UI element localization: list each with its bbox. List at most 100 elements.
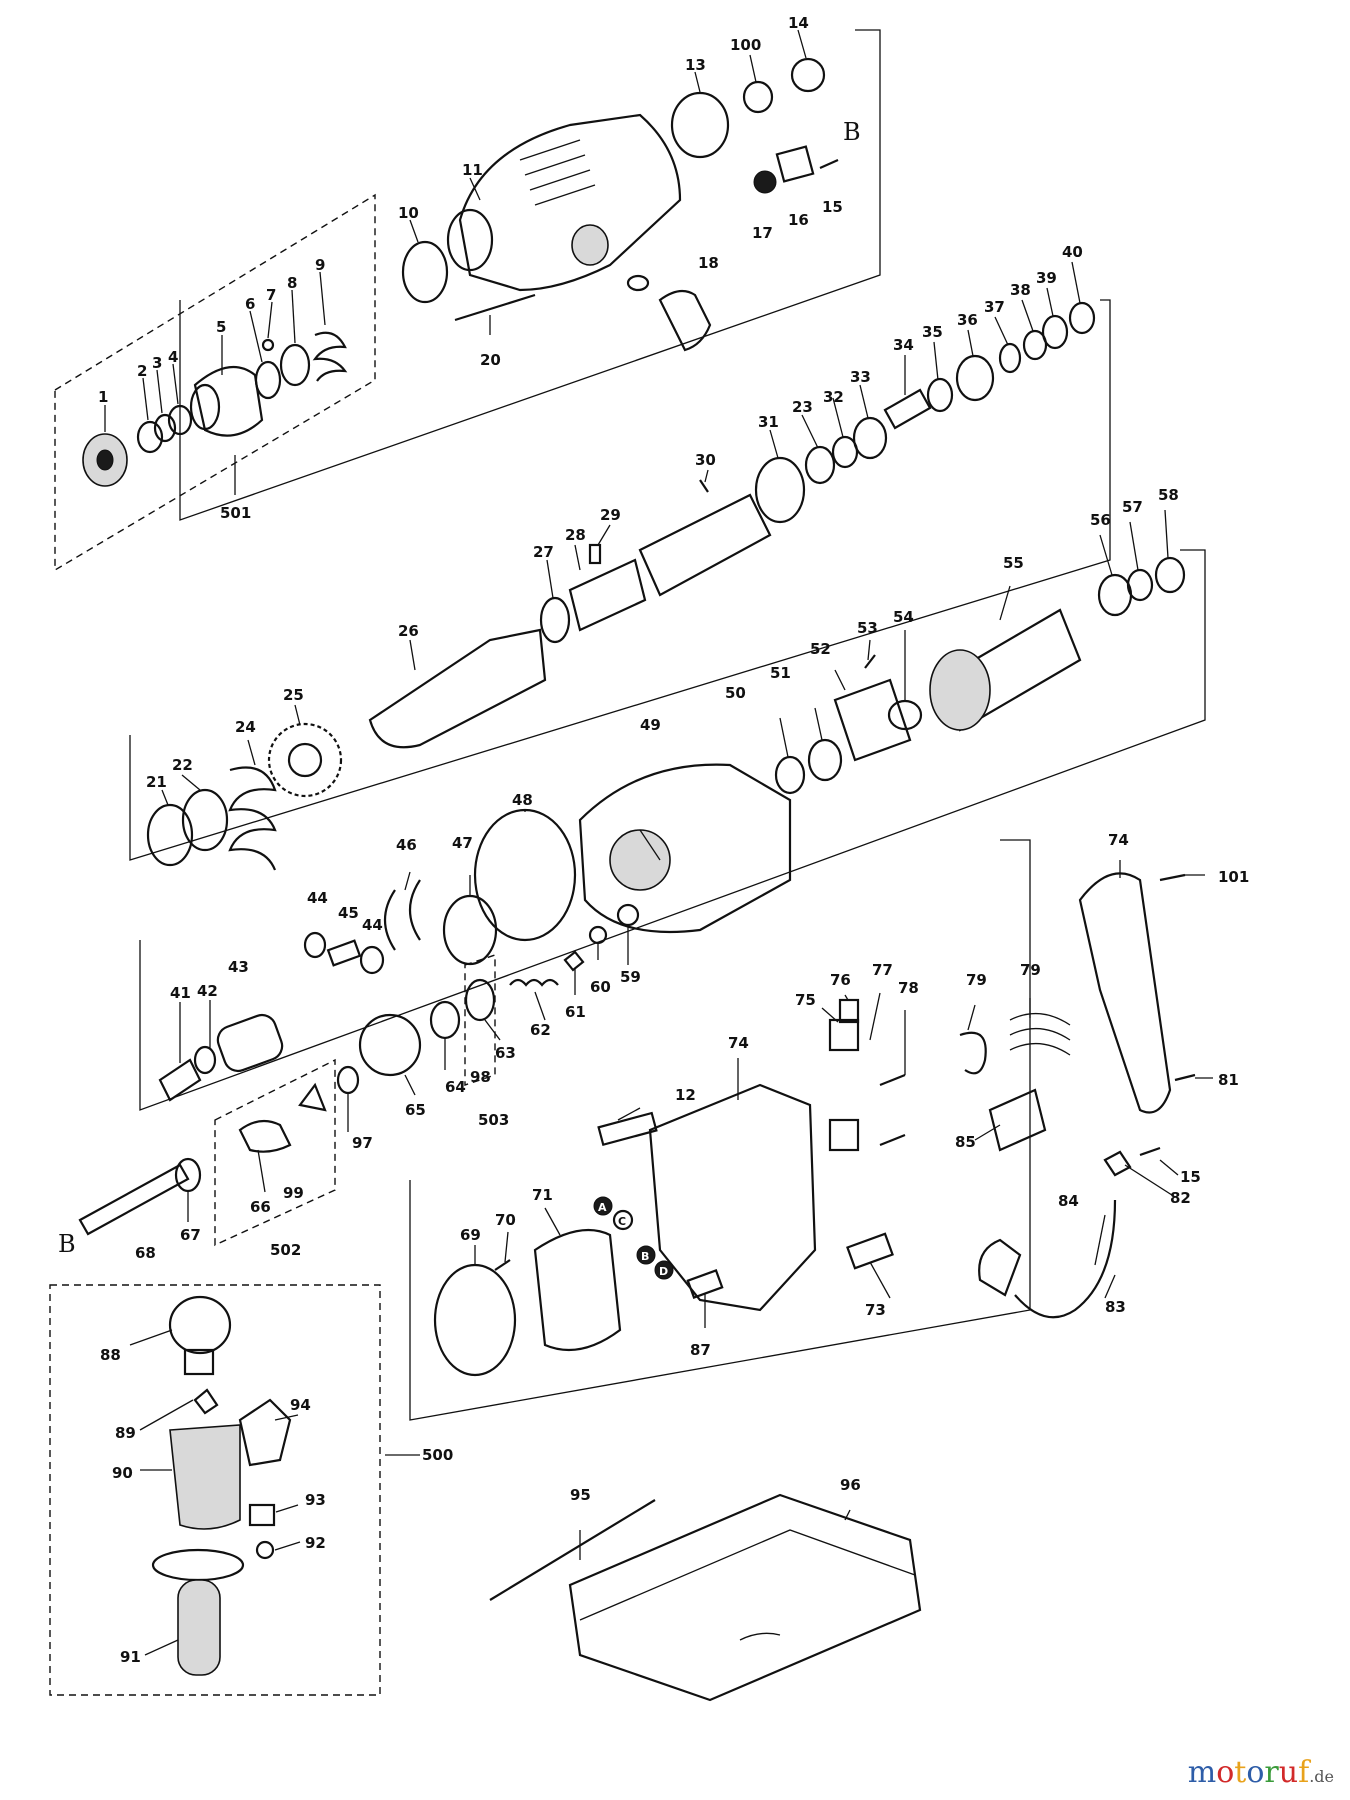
label-87: 87	[690, 1341, 711, 1359]
label-98: 98	[470, 1068, 491, 1086]
part-92-nut	[255, 1540, 275, 1560]
part-47-ring	[442, 894, 498, 966]
label-82: 82	[1170, 1189, 1191, 1207]
part-5-bore	[189, 383, 221, 431]
label-34: 34	[893, 336, 914, 354]
label-79b: 79	[1020, 961, 1041, 979]
part-41-shaft	[158, 1058, 202, 1102]
label-52: 52	[810, 640, 831, 658]
label-53: 53	[857, 619, 878, 637]
label-96: 96	[840, 1476, 861, 1494]
label-74a: 74	[728, 1034, 749, 1052]
part-60-nut	[588, 925, 608, 945]
part-54-washer	[887, 699, 923, 731]
label-12: 12	[675, 1086, 696, 1104]
label-49: 49	[640, 716, 661, 734]
label-33: 33	[850, 368, 871, 386]
label-99: 99	[283, 1184, 304, 1202]
label-9: 9	[315, 256, 325, 274]
part-49-gear-housing	[578, 763, 792, 934]
watermark-letter: o	[1246, 1755, 1265, 1790]
part-20-screw	[454, 293, 536, 322]
part-18-ring	[626, 274, 650, 292]
part-56-bearing	[1097, 573, 1133, 617]
label-28: 28	[565, 526, 586, 544]
part-16-plate	[775, 145, 815, 183]
label-55: 55	[1003, 554, 1024, 572]
label-35: 35	[922, 323, 943, 341]
label-23: 23	[792, 398, 813, 416]
part-9-spring	[312, 331, 348, 382]
label-37: 37	[984, 298, 1005, 316]
group-box-501	[54, 193, 376, 572]
label-60: 60	[590, 978, 611, 996]
label-91: 91	[120, 1648, 141, 1666]
part-74-handle	[1078, 872, 1172, 1114]
part-22-ring	[181, 788, 229, 852]
part-26-spindle	[368, 628, 547, 749]
label-81: 81	[1218, 1071, 1239, 1089]
part-11-mode-switch	[571, 224, 609, 266]
part-36-bearing	[955, 354, 995, 402]
part-17-nut	[753, 170, 777, 194]
part-13-sleeve	[670, 91, 730, 159]
part-83-cable	[1014, 1199, 1117, 1319]
part-8-ring	[279, 343, 311, 387]
part-number-labels: 1 2 3 4 5 6 7 8 9 10 11 12 13 14 15 15 1…	[98, 14, 1249, 1666]
watermark-suffix: .de	[1309, 1767, 1334, 1786]
part-96-handle	[739, 1632, 781, 1641]
part-49-bore	[609, 829, 671, 891]
label-43: 43	[228, 958, 249, 976]
label-36: 36	[957, 311, 978, 329]
label-71: 71	[532, 1186, 553, 1204]
label-39: 39	[1036, 269, 1057, 287]
part-42-ring	[193, 1045, 217, 1075]
part-40-ring	[1068, 301, 1096, 335]
label-58: 58	[1158, 486, 1179, 504]
label-15: 15	[822, 198, 843, 216]
part-35-ring	[926, 377, 954, 413]
part-59-nut	[616, 903, 640, 927]
label-47: 47	[452, 834, 473, 852]
label-90: 90	[112, 1464, 133, 1482]
part-11-ribs	[519, 139, 596, 206]
label-89: 89	[115, 1424, 136, 1442]
part-55-fan	[929, 649, 991, 731]
label-30: 30	[695, 451, 716, 469]
label-500: 500	[422, 1446, 453, 1464]
part-45-pin	[326, 939, 362, 967]
part-11-nose	[446, 208, 494, 272]
part-52-plate	[833, 678, 912, 762]
part-30-cylinder	[638, 493, 772, 597]
label-69: 69	[460, 1226, 481, 1244]
part-29-pin	[588, 543, 602, 565]
part-31-ring	[754, 456, 806, 524]
part-88-clamp-block	[183, 1348, 215, 1376]
part-70-screw	[494, 1259, 511, 1271]
part-97-part	[336, 1065, 360, 1095]
label-67: 67	[180, 1226, 201, 1244]
part-57-ring	[1126, 568, 1154, 602]
part-96-lid-line	[579, 1529, 916, 1621]
label-44: 44	[307, 889, 328, 907]
part-34-piston	[883, 388, 932, 430]
part-78b-screw	[879, 1133, 906, 1147]
label-79a: 79	[966, 971, 987, 989]
label-4: 4	[168, 348, 178, 366]
frame-row2	[129, 299, 1111, 861]
part-90-clamp-jaw	[169, 1424, 241, 1530]
part-66-spring	[238, 1119, 292, 1153]
label-1: 1	[98, 388, 108, 406]
label-8: 8	[287, 274, 297, 292]
group-box-500	[49, 1284, 381, 1696]
label-70: 70	[495, 1211, 516, 1229]
watermark-letter: m	[1187, 1755, 1217, 1790]
label-76: 76	[830, 971, 851, 989]
part-44-washer	[303, 931, 327, 959]
part-48-gasket	[473, 808, 577, 942]
label-57: 57	[1122, 498, 1143, 516]
label-24: 24	[235, 718, 256, 736]
part-24-spring	[228, 766, 277, 871]
label-62: 62	[530, 1021, 551, 1039]
watermark-logo: motoruf.de	[1188, 1755, 1334, 1790]
